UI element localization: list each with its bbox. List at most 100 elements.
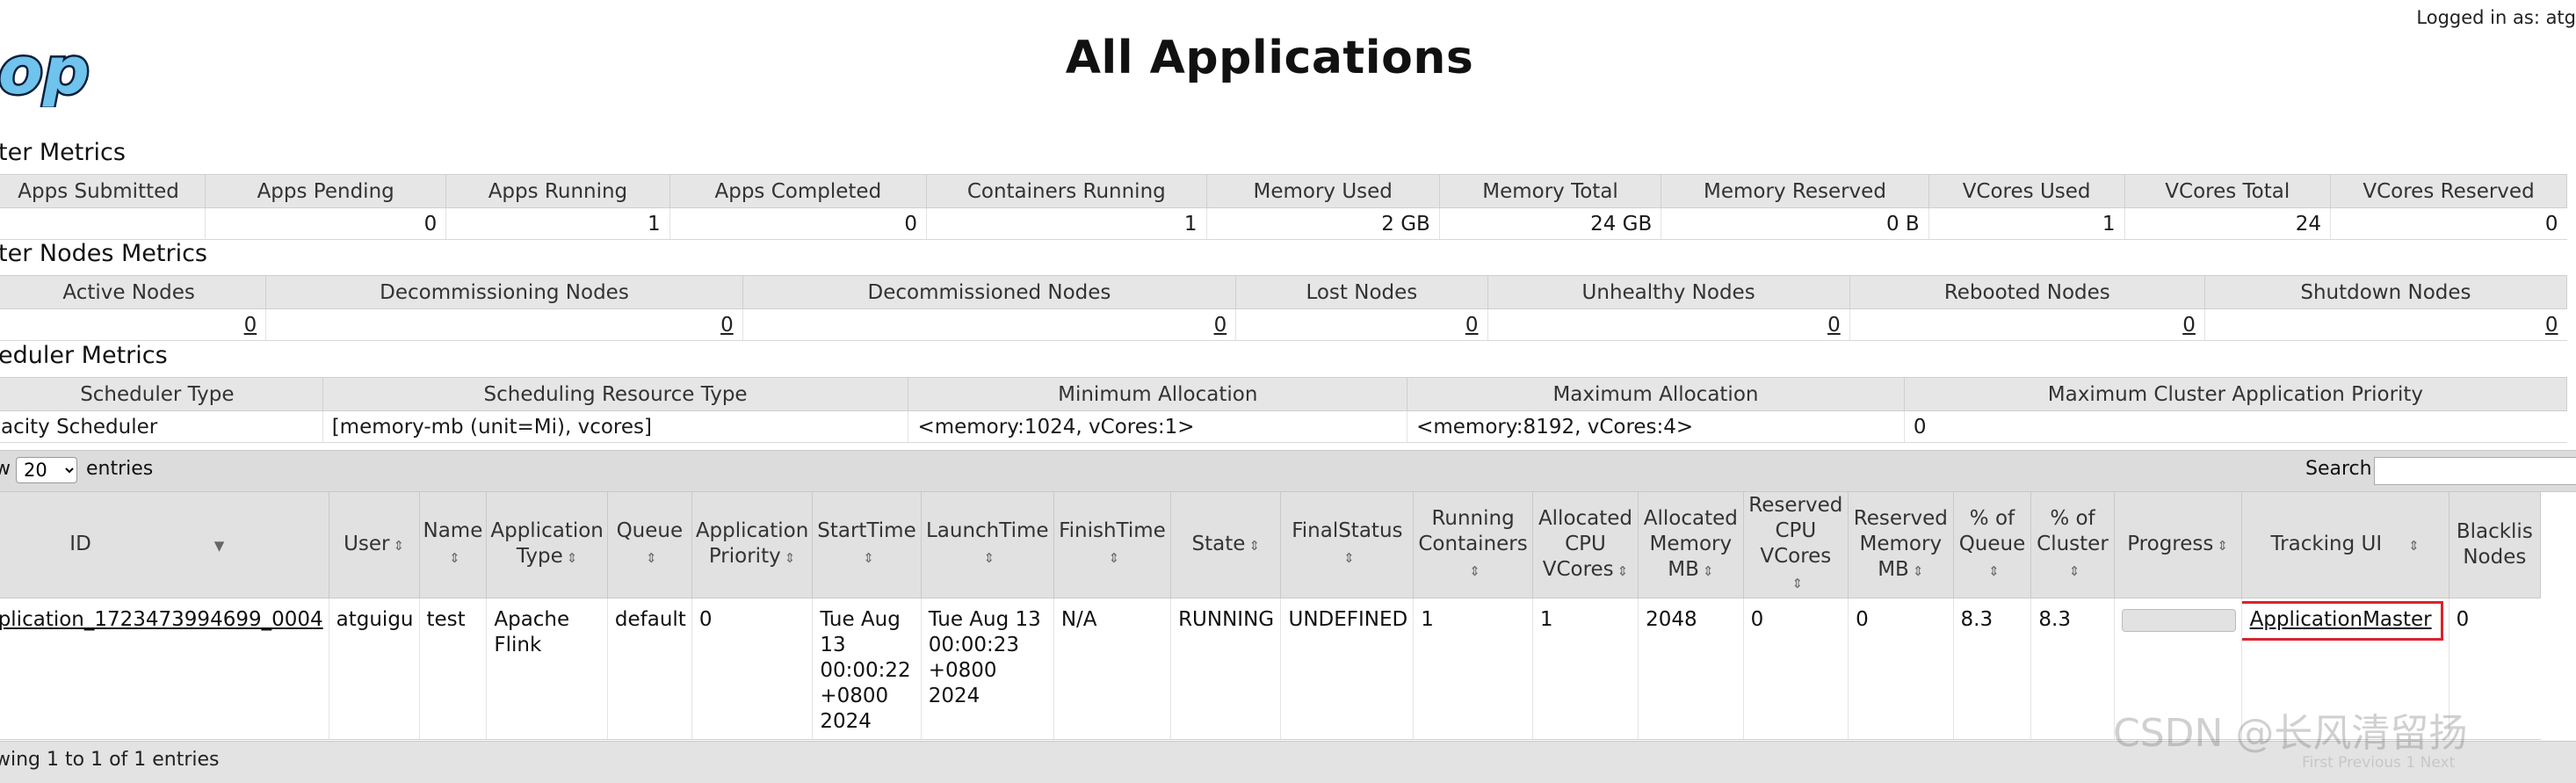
lost-nodes-link[interactable]: 0 [1465,313,1479,337]
col-id[interactable]: ID▼ [0,491,329,598]
vcores-used-value: 1 [1928,207,2125,240]
col-pct-cluster-label: % of Cluster [2037,506,2109,555]
table-row: application_1723473994699_0004 atguigu t… [0,598,2541,740]
watermark: CSDN @长风清留扬 [2113,711,2468,756]
col-decommissioning-nodes: Decommissioning Nodes [265,275,743,309]
sort-icon: ⇕ [1343,550,1355,566]
sort-icon: ⇕ [1988,562,2000,579]
nodes-metrics-table: Active Nodes Decommissioning Nodes Decom… [0,275,2568,341]
decommissioned-nodes-link[interactable]: 0 [1213,313,1227,337]
pagination[interactable]: First Previous 1 Next [2302,754,2456,772]
col-apps-running: Apps Running [445,174,670,208]
col-state-label: State [1191,532,1246,555]
col-pct-queue[interactable]: % of Queue ⇕ [1952,491,2032,598]
sort-icon: ⇕ [393,537,405,554]
col-pct-cluster[interactable]: % of Cluster⇕ [2030,491,2115,598]
col-queue-label: Queue [616,519,684,542]
col-reserved-cpu[interactable]: Reserved CPU VCores⇕ [1742,491,1849,598]
col-user[interactable]: User⇕ [328,491,420,598]
app-state: RUNNING [1170,598,1281,740]
unhealthy-nodes-cell: 0 [1487,308,1850,341]
rebooted-nodes-cell: 0 [1849,308,2205,341]
col-name-label: Name [423,519,483,542]
col-blacklisted-nodes-label: Blacklis Nodes [2456,520,2533,569]
sort-icon: ⇕ [2217,537,2228,554]
col-rebooted-nodes: Rebooted Nodes [1849,275,2205,309]
col-tracking-ui[interactable]: Tracking UI⇕ [2240,491,2449,598]
col-scheduling-resource-type: Scheduling Resource Type [322,377,909,411]
app-tracking-cell: ApplicationMaster [2240,598,2449,740]
rebooted-nodes-link[interactable]: 0 [2182,313,2196,337]
col-finish-time-label: FinishTime [1059,519,1166,542]
col-vcores-used: VCores Used [1928,174,2125,208]
sort-icon: ⇕ [1108,550,1120,566]
search-input[interactable] [2374,457,2576,485]
col-launch-time[interactable]: LaunchTime⇕ [920,491,1054,598]
col-minimum-allocation: Minimum Allocation [908,377,1408,411]
application-master-link[interactable]: ApplicationMaster [2249,608,2432,631]
col-lost-nodes: Lost Nodes [1235,275,1488,309]
col-progress-label: Progress [2127,532,2214,555]
app-start-time: Tue Aug 13 00:00:22 +0800 2024 [812,598,922,740]
scheduler-metrics-value-row: acity Scheduler [memory-mb (unit=Mi), vc… [0,410,2567,443]
col-vcores-total: VCores Total [2124,174,2332,208]
table-toolbar [0,450,2576,492]
scheduler-metrics-header-row: Scheduler Type Scheduling Resource Type … [0,377,2568,411]
vcores-reserved-value: 0 [2330,207,2567,240]
sort-icon: ⇕ [983,550,995,566]
memory-total-value: 24 GB [1438,207,1661,240]
cluster-metrics-value-row: 0 1 0 1 2 GB 24 GB 0 B 1 24 0 [0,207,2567,240]
decommissioning-nodes-cell: 0 [265,308,743,341]
sort-desc-icon: ▼ [213,537,225,554]
col-decommissioned-nodes: Decommissioned Nodes [742,275,1237,309]
col-application-priority[interactable]: Application Priority⇕ [691,491,814,598]
entries-per-page-select[interactable]: 20 [16,457,77,483]
entries-info: wing 1 to 1 of 1 entries [0,749,220,771]
page-title: All Applications [1065,32,1474,84]
decommissioning-nodes-link[interactable]: 0 [720,313,734,337]
app-launch-time: Tue Aug 13 00:00:23 +0800 2024 [920,598,1054,740]
applications-header-row: ID▼ User⇕ Name⇕ Application Type⇕ Queue⇕… [0,491,2542,598]
app-blacklisted-nodes: 0 [2448,598,2541,740]
app-name: test [418,598,487,740]
col-name[interactable]: Name⇕ [418,491,488,598]
maximum-allocation-value: <memory:8192, vCores:4> [1407,410,1905,443]
app-id-link[interactable]: application_1723473994699_0004 [0,608,323,631]
col-pct-queue-label: % of Queue [1958,506,2026,555]
sort-icon: ⇕ [1702,562,1714,579]
col-reserved-memory[interactable]: Reserved Memory MB⇕ [1848,491,1954,598]
col-application-type[interactable]: Application Type⇕ [486,491,608,598]
nodes-metrics-value-row: 0 0 0 0 0 0 0 [0,308,2567,341]
col-state[interactable]: State⇕ [1170,491,1282,598]
memory-reserved-value: 0 B [1661,207,1929,240]
active-nodes-link[interactable]: 0 [243,313,257,337]
col-blacklisted-nodes[interactable]: Blacklis Nodes [2448,491,2542,598]
cluster-metrics-table: Apps Submitted Apps Pending Apps Running… [0,174,2567,240]
col-running-containers[interactable]: Running Containers⇕ [1413,491,1533,598]
col-finish-time[interactable]: FinishTime ⇕ [1053,491,1172,598]
app-allocated-cpu: 1 [1531,598,1639,740]
app-queue: default [606,598,692,740]
nodes-metrics-title: ter Nodes Metrics [0,240,208,267]
apps-running-value: 1 [445,207,670,240]
highlight-box: ApplicationMaster [2242,601,2443,641]
col-queue[interactable]: Queue⇕ [606,491,692,598]
col-start-time[interactable]: StartTime⇕ [812,491,922,598]
apps-submitted-value [0,207,206,240]
shutdown-nodes-link[interactable]: 0 [2544,313,2558,337]
col-running-containers-label: Running Containers [1418,506,1528,555]
col-allocated-cpu-label: Allocated CPU VCores [1538,506,1633,581]
app-allocated-memory: 2048 [1638,598,1744,740]
unhealthy-nodes-link[interactable]: 0 [1827,313,1841,337]
entries-label: entries [86,458,154,480]
show-entries-label: w [0,458,11,480]
col-allocated-cpu[interactable]: Allocated CPU VCores⇕ [1531,491,1639,598]
col-allocated-memory[interactable]: Allocated Memory MB⇕ [1638,491,1744,598]
app-reserved-memory: 0 [1848,598,1954,740]
col-progress[interactable]: Progress⇕ [2113,491,2242,598]
scheduler-type-value: acity Scheduler [0,410,323,443]
col-final-status[interactable]: FinalStatus⇕ [1280,491,1415,598]
cluster-metrics-title: ter Metrics [0,139,126,166]
col-apps-pending: Apps Pending [205,174,447,208]
app-finish-time: N/A [1053,598,1171,740]
